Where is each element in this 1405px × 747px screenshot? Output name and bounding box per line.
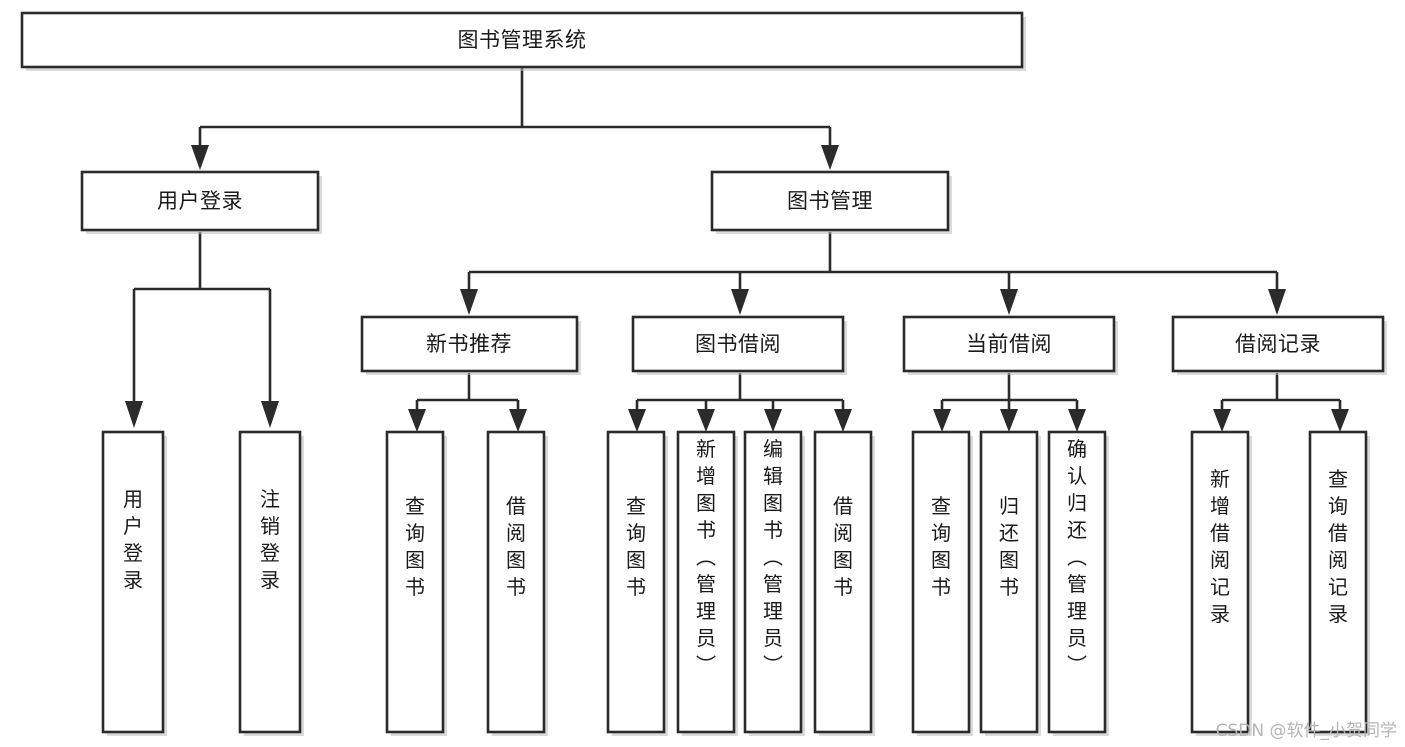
current-borrow-label: 当前借阅 [966, 332, 1052, 356]
arrow-bookborrow-leaf-3 [764, 409, 782, 432]
new-book-recommend-box [360, 315, 579, 373]
arrow-newbook-leaf-2 [509, 409, 527, 432]
leaf-user-login-label: 用户登录 [123, 487, 143, 592]
leaf-add-borrow-record[interactable]: 新增借阅记录 [1190, 430, 1252, 736]
arrow-to-current-borrow [1000, 289, 1018, 315]
leaf-borrow-book-newrec-label: 借阅图书 [506, 494, 526, 599]
arrow-currentborrow-leaf-1 [933, 409, 951, 432]
arrow-root-to-book-manage [821, 145, 839, 170]
leaf-logout-label: 注销登录 [260, 487, 280, 592]
root-label: 图书管理系统 [458, 28, 587, 52]
root-box [20, 11, 1024, 69]
node-borrow-record[interactable]: 借阅记录 [1171, 315, 1387, 375]
leaf-borrow-book-borrow-box [813, 430, 873, 734]
leaf-borrow-book-newrec-box [486, 430, 546, 734]
leaf-add-book-admin-label: 新增图书︵管理员︶ [696, 437, 716, 677]
book-borrow-box [631, 315, 845, 373]
leaf-logout[interactable]: 注销登录 [238, 430, 304, 736]
leaf-user-login[interactable]: 用户登录 [101, 430, 167, 736]
arrow-root-to-user-login [191, 145, 209, 170]
user-login-label: 用户登录 [157, 189, 243, 213]
arrow-currentborrow-leaf-3 [1068, 409, 1086, 432]
watermark-text: CSDN @软件_小贺同学 [1215, 721, 1397, 741]
leaf-edit-book-admin-label: 编辑图书︵管理员︶ [763, 437, 783, 677]
leaf-return-book[interactable]: 归还图书 [979, 430, 1041, 736]
leaf-edit-book-admin-box [743, 430, 803, 734]
leaf-add-borrow-record-label: 新增借阅记录 [1210, 467, 1230, 626]
arrow-bookborrow-leaf-1 [628, 409, 646, 432]
leaf-query-book-borrow[interactable]: 查询图书 [606, 430, 668, 736]
node-current-borrow[interactable]: 当前借阅 [902, 315, 1118, 375]
leaf-edit-book-admin[interactable]: 编辑图书︵管理员︶ [743, 430, 805, 736]
leaf-query-book-borrow-label: 查询图书 [626, 494, 646, 599]
node-book-manage[interactable]: 图书管理 [710, 170, 952, 234]
leaf-borrow-book-borrow-label: 借阅图书 [833, 494, 853, 599]
borrow-record-label: 借阅记录 [1235, 332, 1321, 356]
leaf-query-borrow-record-label: 查询借阅记录 [1328, 467, 1348, 626]
node-book-borrow[interactable]: 图书借阅 [631, 315, 847, 375]
leaf-query-borrow-record[interactable]: 查询借阅记录 [1308, 430, 1370, 736]
node-new-book-recommend[interactable]: 新书推荐 [360, 315, 581, 375]
leaf-confirm-return-admin-label: 确认归还︵管理员︶ [1067, 437, 1087, 677]
node-user-login[interactable]: 用户登录 [80, 170, 322, 234]
leaf-query-book-current-label: 查询图书 [931, 494, 951, 599]
book-manage-box [710, 170, 950, 232]
arrow-to-book-borrow [731, 289, 749, 315]
connector-layer [125, 67, 1349, 432]
leaf-query-book-current-box [911, 430, 971, 734]
arrow-to-new-book-rec [460, 289, 478, 315]
arrow-newbook-leaf-1 [408, 409, 426, 432]
leaf-query-book-borrow-box [606, 430, 666, 734]
arrow-to-borrow-record [1268, 289, 1286, 315]
leaf-add-borrow-record-box [1190, 430, 1250, 734]
node-root[interactable]: 图书管理系统 [20, 11, 1026, 71]
arrow-borrowrecord-leaf-1 [1213, 409, 1231, 432]
arrow-currentborrow-leaf-2 [1000, 409, 1018, 432]
leaf-add-book-admin-box [676, 430, 736, 734]
user-login-box [80, 170, 320, 232]
leaf-query-book-newrec-box [385, 430, 445, 734]
leaf-borrow-book-newrec[interactable]: 借阅图书 [486, 430, 548, 736]
arrow-to-leaf-logout [261, 401, 279, 428]
leaf-logout-box [238, 430, 302, 734]
leaf-query-borrow-record-box [1308, 430, 1368, 734]
arrow-bookborrow-leaf-2 [697, 409, 715, 432]
book-manage-label: 图书管理 [787, 189, 873, 213]
current-borrow-box [902, 315, 1116, 373]
leaf-confirm-return-admin-box [1047, 430, 1107, 734]
leaf-confirm-return-admin[interactable]: 确认归还︵管理员︶ [1047, 430, 1109, 736]
leaf-return-book-box [979, 430, 1039, 734]
arrow-to-leaf-user-login [125, 401, 143, 428]
leaf-add-book-admin[interactable]: 新增图书︵管理员︶ [676, 430, 738, 736]
leaf-return-book-label: 归还图书 [999, 494, 1019, 599]
new-book-recommend-label: 新书推荐 [426, 332, 512, 356]
leaf-borrow-book-borrow[interactable]: 借阅图书 [813, 430, 875, 736]
arrow-bookborrow-leaf-4 [834, 409, 852, 432]
leaf-user-login-box [101, 430, 165, 734]
leaf-query-book-current[interactable]: 查询图书 [911, 430, 973, 736]
arrow-borrowrecord-leaf-2 [1331, 409, 1349, 432]
book-borrow-label: 图书借阅 [695, 332, 781, 356]
borrow-record-box [1171, 315, 1385, 373]
leaf-query-book-newrec-label: 查询图书 [405, 494, 425, 599]
leaf-query-book-newrec[interactable]: 查询图书 [385, 430, 447, 736]
